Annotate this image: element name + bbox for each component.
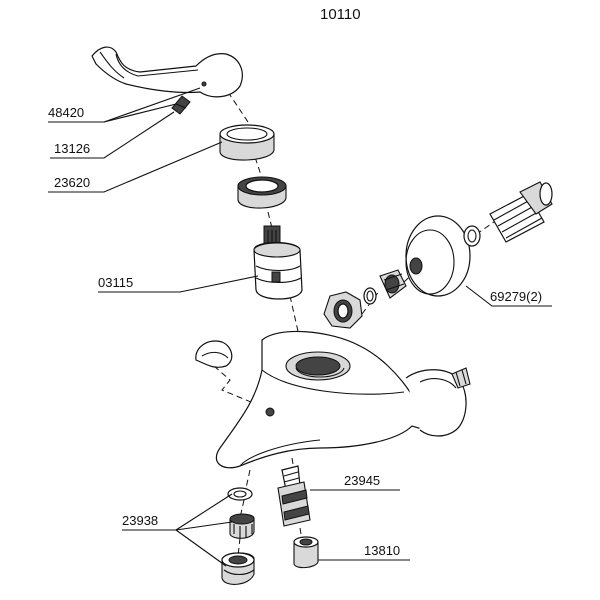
- eccentric-connector-part: [379, 269, 407, 299]
- diverter-sleeve-part: [293, 536, 319, 569]
- part-number-aerator-set: 23938: [122, 513, 159, 528]
- diverter-part: [277, 465, 311, 527]
- hex-nut-part: [323, 291, 363, 329]
- part-number-diverter-sleeve: 13810: [364, 543, 401, 558]
- part-number-diverter: 23945: [344, 473, 381, 488]
- part-number-wall-flange: 69279(2): [490, 289, 543, 304]
- threaded-connector-part: [489, 181, 553, 243]
- cover-cap-part: [219, 124, 275, 161]
- diverter-knob-part: [195, 340, 233, 368]
- aerator-housing-part: [221, 552, 255, 585]
- part-number-set-screw: 13126: [54, 141, 91, 156]
- lever-handle-part: [91, 46, 243, 98]
- model-number: 10110: [320, 6, 361, 23]
- part-number-cartridge: 03115: [98, 275, 134, 290]
- aerator-insert-part: [229, 513, 255, 539]
- set-screw-part: [171, 95, 191, 115]
- part-number-cover-cap: 23620: [54, 175, 91, 190]
- cartridge-part: [253, 225, 303, 300]
- mixer-body-part: [215, 330, 471, 469]
- aerator-washer-part: [227, 487, 253, 501]
- wall-flange-part: [405, 215, 471, 297]
- locking-nut-part: [237, 176, 287, 209]
- leader-lines: [48, 87, 552, 567]
- small-o-ring-part: [363, 287, 377, 305]
- part-number-lever-handle: 48420: [48, 105, 85, 120]
- gasket-ring-part: [463, 225, 481, 247]
